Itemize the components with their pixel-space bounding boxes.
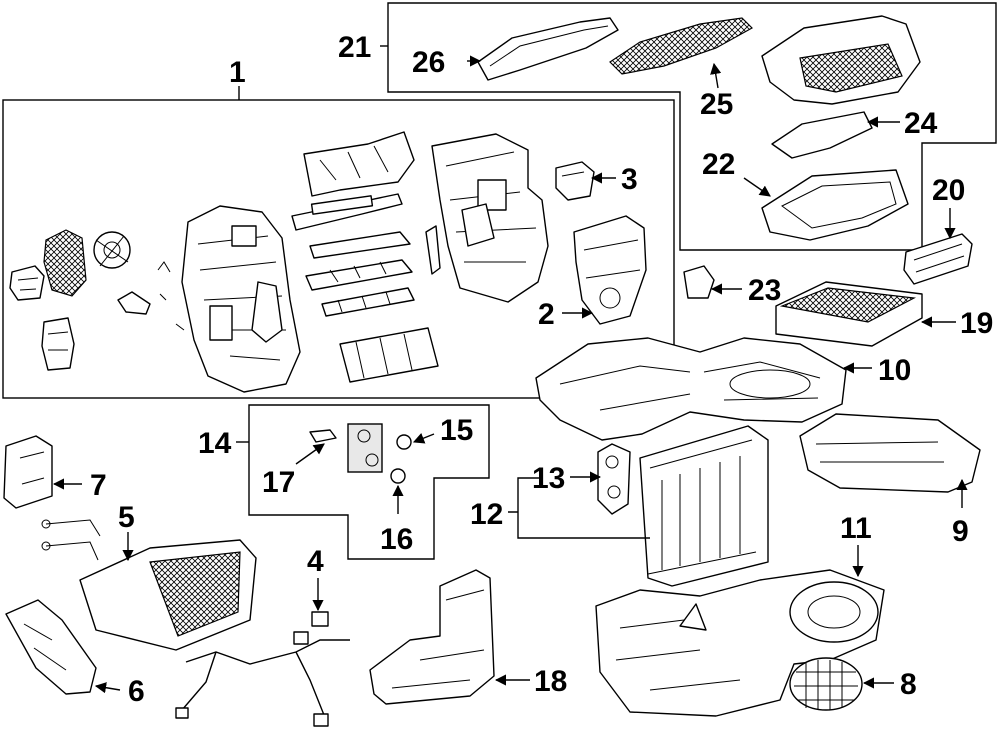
callout-21: 21: [338, 31, 371, 64]
leader-lines: [52, 45, 968, 694]
callout-23: 23: [748, 274, 781, 307]
callout-19: 19: [960, 307, 993, 340]
callout-5: 5: [118, 501, 135, 534]
callout-26: 26: [412, 46, 445, 79]
callout-13: 13: [532, 462, 565, 495]
group-frame-1: [2, 99, 675, 399]
callout-11: 11: [840, 512, 872, 545]
callout-labels: 1 2 3 4 5 6 7 8 9 10 11 12 13 14 15 16 1…: [90, 31, 993, 708]
callout-1: 1: [229, 56, 246, 89]
callout-15: 15: [440, 414, 473, 447]
callout-14: 14: [198, 427, 232, 460]
lower-left-parts: [3, 435, 495, 727]
filter-housing-parts: [477, 15, 921, 241]
callout-16: 16: [380, 523, 413, 556]
callout-6: 6: [128, 675, 145, 708]
callout-22: 22: [702, 148, 735, 181]
callout-3: 3: [621, 163, 638, 196]
callout-10: 10: [878, 354, 911, 387]
callout-8: 8: [900, 668, 917, 701]
right-side-parts: [535, 233, 981, 717]
callout-12: 12: [470, 498, 503, 531]
callout-18: 18: [534, 665, 567, 698]
callout-20: 20: [932, 174, 965, 207]
expansion-valve-parts: [309, 423, 412, 484]
hvac-case-assembly-parts: [9, 131, 647, 393]
callout-25: 25: [700, 88, 733, 121]
callout-17: 17: [262, 466, 295, 499]
callout-24: 24: [904, 107, 938, 140]
callout-2: 2: [538, 298, 555, 331]
callout-4: 4: [307, 545, 324, 578]
group-frame-14: [248, 404, 490, 560]
callout-9: 9: [952, 515, 969, 548]
callout-7: 7: [90, 469, 107, 502]
